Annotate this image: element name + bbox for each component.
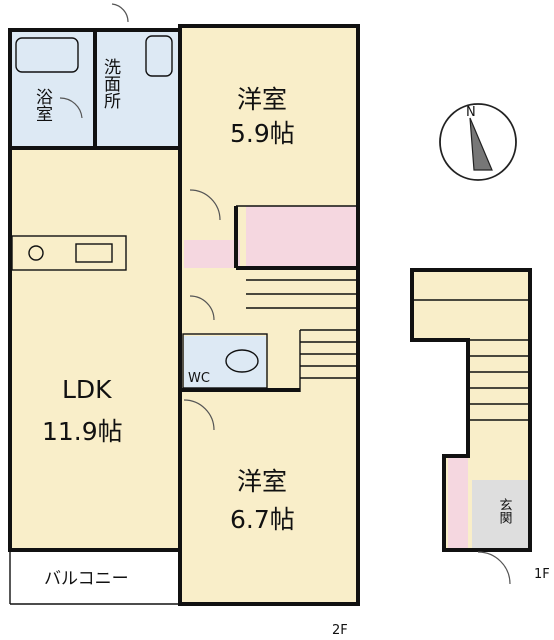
toilet-icon [225, 349, 259, 373]
western-room-2-name: 洋室 [237, 467, 287, 496]
door-swing [183, 399, 215, 431]
closet-2 [184, 240, 240, 268]
door-swing [189, 295, 215, 321]
western-room-2-size: 6.7帖 [230, 505, 295, 534]
door-swing [111, 3, 129, 23]
door-swing [477, 551, 511, 585]
sink-icon [75, 243, 113, 263]
wc-floor [184, 336, 266, 388]
stairs-2f [246, 279, 356, 392]
shoe-closet [448, 458, 468, 548]
western-room-1-size: 5.9帖 [230, 119, 295, 148]
kitchen-counter [11, 235, 127, 271]
door-swing [59, 97, 83, 119]
bath-floor [10, 32, 94, 146]
door-swing [189, 189, 221, 221]
balcony-floor [10, 552, 178, 604]
outer-wall-1f [410, 268, 532, 552]
compass-label: N [466, 105, 476, 120]
floor-label-2f: 2F [332, 623, 348, 638]
ldk-name: LDK [62, 375, 112, 404]
stairs-1f [414, 299, 528, 421]
floor-label-1f: 1F [534, 567, 550, 582]
stove-icon [28, 245, 44, 261]
washroom-label: 洗面所 [100, 58, 121, 109]
entrance-label: 玄関 [497, 498, 513, 525]
bathtub-icon [15, 37, 79, 73]
compass: N [439, 103, 517, 181]
washbasin-icon [145, 35, 173, 77]
outer-wall-1f-fill [414, 272, 528, 548]
wc-label: WC [188, 371, 210, 386]
compass-arrow-icon [469, 117, 493, 171]
entrance-floor [472, 480, 528, 548]
western-room-1-name: 洋室 [237, 85, 287, 114]
ldk-size: 11.9帖 [42, 417, 123, 446]
balcony-label: バルコニー [44, 569, 129, 589]
compass-ring [439, 103, 517, 181]
washroom-label-text: 洗面所 [100, 58, 121, 109]
outer-wall-2f [8, 24, 360, 606]
entrance-label-text: 玄関 [497, 498, 513, 525]
ldk-floor [10, 148, 180, 548]
western-room-2-floor [182, 390, 356, 604]
washroom-floor [96, 32, 178, 146]
closet-1 [246, 206, 356, 266]
